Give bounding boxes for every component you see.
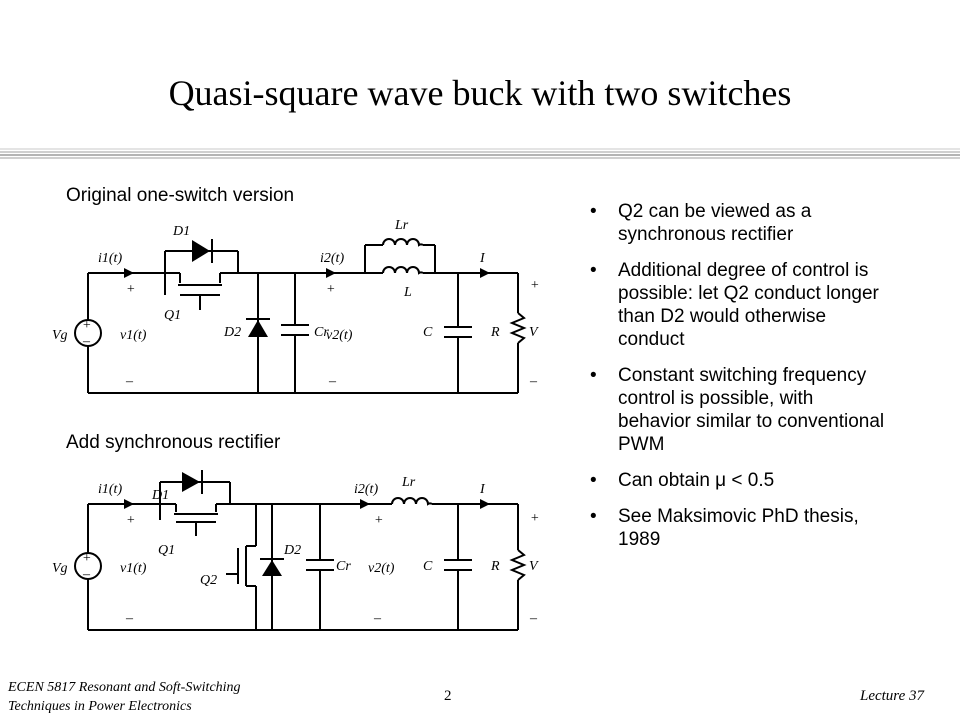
label-plus-b2: + <box>374 513 383 528</box>
label-plus-b1: + <box>126 513 135 528</box>
bullet-item: Q2 can be viewed as a synchronous rectif… <box>588 200 888 246</box>
slide-title: Quasi-square wave buck with two switches <box>168 73 792 113</box>
label-minus-1: – <box>125 374 134 389</box>
label-plus-2: + <box>326 282 335 297</box>
circuit-sync-rectifier: i1(t) D1 Q1 Q2 + v1(t) – Vg + – D2 Cr i2… <box>52 470 539 631</box>
label-r-b: R <box>490 559 500 574</box>
source-minus-b: – <box>82 567 91 582</box>
label-r: R <box>490 325 500 340</box>
label-d1-b: D1 <box>151 488 169 503</box>
circuit-one-switch: i1(t) D1 Q1 + v1(t) – Vg + – D2 Cr i2(t)… <box>52 218 539 394</box>
label-vg-b: Vg <box>52 561 68 576</box>
label-d2: D2 <box>223 325 241 340</box>
footer-lecture: Lecture 37 <box>859 688 924 704</box>
label-i1-b: i1(t) <box>98 482 122 497</box>
label-i-out-b: I <box>479 482 486 497</box>
label-i-out: I <box>479 251 486 266</box>
label-cr: Cr <box>314 325 329 340</box>
footer-course: ECEN 5817 Resonant and Soft-Switching Te… <box>8 678 241 716</box>
caption-original-version: Original one-switch version <box>66 185 295 206</box>
footer-course-line1: ECEN 5817 Resonant and Soft-Switching <box>8 680 241 695</box>
label-plus-1: + <box>126 282 135 297</box>
label-q1-b: Q1 <box>158 543 175 558</box>
label-vg: Vg <box>52 328 68 343</box>
title-divider <box>0 148 960 164</box>
label-q1: Q1 <box>164 308 181 323</box>
caption-sync-rectifier: Add synchronous rectifier <box>66 432 281 453</box>
label-lr-b: Lr <box>401 475 416 490</box>
bullet-list: Q2 can be viewed as a synchronous rectif… <box>588 200 888 564</box>
page-number: 2 <box>444 688 452 704</box>
bullet-item: Constant switching frequency control is … <box>588 364 888 456</box>
label-minus-out-b: – <box>529 611 538 626</box>
label-d1: D1 <box>172 224 190 239</box>
label-c: C <box>423 325 433 340</box>
source-plus: + <box>82 318 91 333</box>
label-cr-b: Cr <box>336 559 351 574</box>
footer-course-line2: Techniques in Power Electronics <box>8 699 192 714</box>
label-lr: Lr <box>394 218 409 233</box>
label-minus-2: – <box>328 374 337 389</box>
label-i2: i2(t) <box>320 251 344 266</box>
label-c-b: C <box>423 559 433 574</box>
label-minus-out: – <box>529 374 538 389</box>
label-minus-b2: – <box>373 611 382 626</box>
label-v-out-b: V <box>529 559 539 574</box>
label-l: L <box>403 285 412 300</box>
label-minus-b1: – <box>125 611 134 626</box>
bullet-item: Additional degree of control is possible… <box>588 259 888 351</box>
label-v2: v2(t) <box>326 328 353 343</box>
source-plus-b: + <box>82 551 91 566</box>
label-i2-b: i2(t) <box>354 482 378 497</box>
label-v1-b: v1(t) <box>120 561 147 576</box>
bullet-item: Can obtain μ < 0.5 <box>588 469 888 492</box>
source-minus: – <box>82 334 91 349</box>
label-plus-out-b: + <box>530 511 539 526</box>
bullet-item: See Maksimovic PhD thesis, 1989 <box>588 505 888 551</box>
label-plus-out: + <box>530 278 539 293</box>
label-v2-b: v2(t) <box>368 561 395 576</box>
label-i1: i1(t) <box>98 251 122 266</box>
label-q2: Q2 <box>200 573 217 588</box>
label-d2-b: D2 <box>283 543 301 558</box>
label-v1: v1(t) <box>120 328 147 343</box>
label-v-out: V <box>529 325 539 340</box>
